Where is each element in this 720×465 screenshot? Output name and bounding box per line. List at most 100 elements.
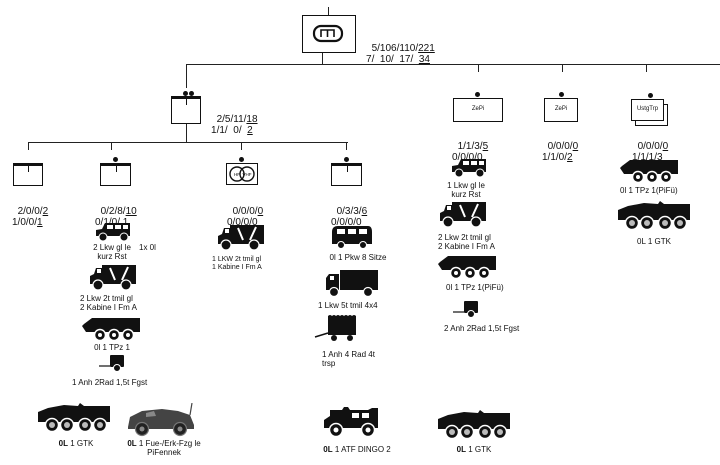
- zepi-1-vehicle-1-label: 1 Lkw gl le kurz Rst: [447, 181, 485, 199]
- ustgtrp-dot: [648, 93, 653, 98]
- hq-row2-a: 7: [366, 54, 372, 65]
- strength-total: 0: [257, 206, 264, 217]
- squad-2-vehicle-1-label: 2 Lkw gl le kurz Rst: [93, 243, 131, 261]
- drop-zepi-1: [478, 64, 479, 72]
- platoon-hq-symbol[interactable]: [171, 96, 201, 124]
- bottom-vehicle-3-label: 0L 1 ATF DINGO 2: [312, 445, 402, 454]
- zepi-1-row1: 1/1/3/5: [457, 141, 489, 152]
- zepi-2-dot: [559, 92, 564, 97]
- strength-total: 0: [572, 141, 579, 152]
- hf-vhf-radio-icon: HF VHF: [229, 166, 255, 182]
- strength-total: 6: [361, 206, 368, 217]
- transport-vehicle-1-label: 0l 1 Pkw 8 Sitze: [329, 253, 387, 262]
- squad-1-row2: 1/0/0/1: [12, 217, 43, 228]
- drop-squad-1: [28, 142, 29, 150]
- drop-hf-vhf: [241, 142, 242, 150]
- zepi-2-row1: 0/0/0/0: [547, 141, 579, 152]
- zepi-1-vehicle-4-label: 2 Anh 2Rad 1,5t Fgst: [444, 324, 520, 333]
- transport-row1: 0/3/3/6: [336, 206, 368, 217]
- armored-oval-icon: [312, 24, 344, 43]
- top-level-bar: [186, 64, 720, 65]
- zepi-2-symbol[interactable]: ZePi: [544, 98, 578, 122]
- strength-total: 5: [482, 141, 489, 152]
- strength-total: 1: [120, 217, 129, 228]
- jeep-icon: [452, 159, 486, 178]
- bottom-vehicle-1-text: 1 GTK: [68, 439, 94, 448]
- hf-vhf-symbol[interactable]: HF VHF: [226, 163, 258, 185]
- bottom-vehicle-4-text: 1 GTK: [466, 445, 492, 454]
- hf-vhf-row2: 0/0/0/0: [227, 217, 258, 228]
- transport-vehicle-2-label: 1 Lkw 5t tmil 4x4: [318, 301, 378, 310]
- squad-2-vehicle-4-label: 1 Anh 2Rad 1,5t Fgst: [72, 378, 148, 387]
- hq-ncos: 106: [379, 43, 397, 54]
- hf-vhf-vehicle-1-label: 1 LKW 2t tmil gl 1 Kabine I Fm A: [212, 256, 262, 271]
- bottom-vehicle-3-text: 1 ATF DINGO 2: [332, 445, 391, 454]
- ustgtrp-row2: 1/1/1/3: [632, 152, 663, 163]
- drop-platoon: [186, 64, 187, 88]
- hf-vhf-row1: 0/0/0/0: [232, 206, 264, 217]
- bottom-vehicle-2-text: 1 Fue-/Erk-Fzg le PiFennek: [138, 439, 201, 457]
- platoon-join: [186, 136, 187, 142]
- jeep-icon: [96, 223, 130, 242]
- zepi-1-row2: 0/0/0/0: [452, 152, 483, 163]
- company-hq-symbol[interactable]: [302, 15, 356, 53]
- bottom-vehicle-4-label: 0L 1 GTK: [444, 445, 504, 454]
- platoon-total: 18: [246, 114, 258, 125]
- squad-2-symbol[interactable]: [100, 163, 131, 186]
- platoon-r2b: 1: [219, 125, 225, 136]
- hq-row2-total: 34: [418, 54, 430, 65]
- trailer-4wheel-icon: [314, 315, 356, 341]
- gtk-boxer-icon: [438, 410, 510, 440]
- transport-row2: 0/0/0/0: [331, 217, 362, 228]
- strength-total: 10: [125, 206, 137, 217]
- strength-total: 0: [356, 217, 362, 228]
- strength-total: 0: [662, 141, 669, 152]
- hq-enlisted: 110: [399, 43, 416, 54]
- squad-2-vehicle-1-note: 1x 0l: [139, 243, 156, 252]
- shelter-truck-icon: [90, 265, 136, 291]
- hf-text: HF: [234, 172, 240, 177]
- squad-1-row1: 2/0/0/2: [17, 206, 49, 217]
- transport-dot: [344, 157, 349, 162]
- zepi-1-dot: [475, 92, 480, 97]
- transport-symbol[interactable]: [331, 163, 362, 186]
- gtk-boxer-icon: [618, 201, 690, 231]
- squad-1-symbol[interactable]: [13, 163, 43, 186]
- apc-6wheel-icon: [438, 256, 496, 280]
- ustgtrp-row1: 0/0/0/0: [637, 141, 669, 152]
- bottom-vehicle-1-label: 0L 1 GTK: [46, 439, 106, 448]
- squad-2-vehicle-2-label: 2 Lkw 2t tmil gl 2 Kabine I Fm A: [80, 294, 137, 312]
- ustgtrp-symbol[interactable]: UstgTrp: [631, 99, 664, 121]
- apc-6wheel-icon: [620, 160, 678, 184]
- shelter-truck-icon: [218, 225, 264, 251]
- squad-2-row1: 0/2/8/10: [100, 206, 137, 217]
- hq-officers: 5: [371, 43, 378, 54]
- shelter-truck-icon: [440, 202, 486, 228]
- cargo-truck-icon: [326, 270, 378, 298]
- hq-total: 221: [418, 43, 435, 54]
- gtk-boxer-icon: [38, 403, 110, 433]
- transport-vehicle-3-label: 1 Anh 4 Rad 4t trsp: [322, 350, 375, 368]
- zepi-1-symbol[interactable]: ZePi: [453, 98, 503, 122]
- drop-transport: [346, 142, 347, 150]
- bottom-vehicle-2-label: 0L 1 Fue-/Erk-Fzg le PiFennek: [118, 439, 210, 457]
- drop-zepi-2: [562, 64, 563, 72]
- platoon-r2c: 0: [233, 125, 239, 136]
- platoon-s1: 2: [216, 114, 223, 125]
- vhf-text: VHF: [243, 172, 252, 177]
- strength-total: 3: [657, 152, 663, 163]
- dingo-atf-icon: [324, 407, 378, 438]
- strength-total: 2: [42, 206, 49, 217]
- hq-row2-c: 17: [399, 54, 411, 65]
- bottom-vehicle-3-prefix: 0L: [323, 445, 333, 454]
- trailer-2wheel-icon: [99, 355, 124, 372]
- zepi-1-box-label: ZePi: [471, 106, 485, 112]
